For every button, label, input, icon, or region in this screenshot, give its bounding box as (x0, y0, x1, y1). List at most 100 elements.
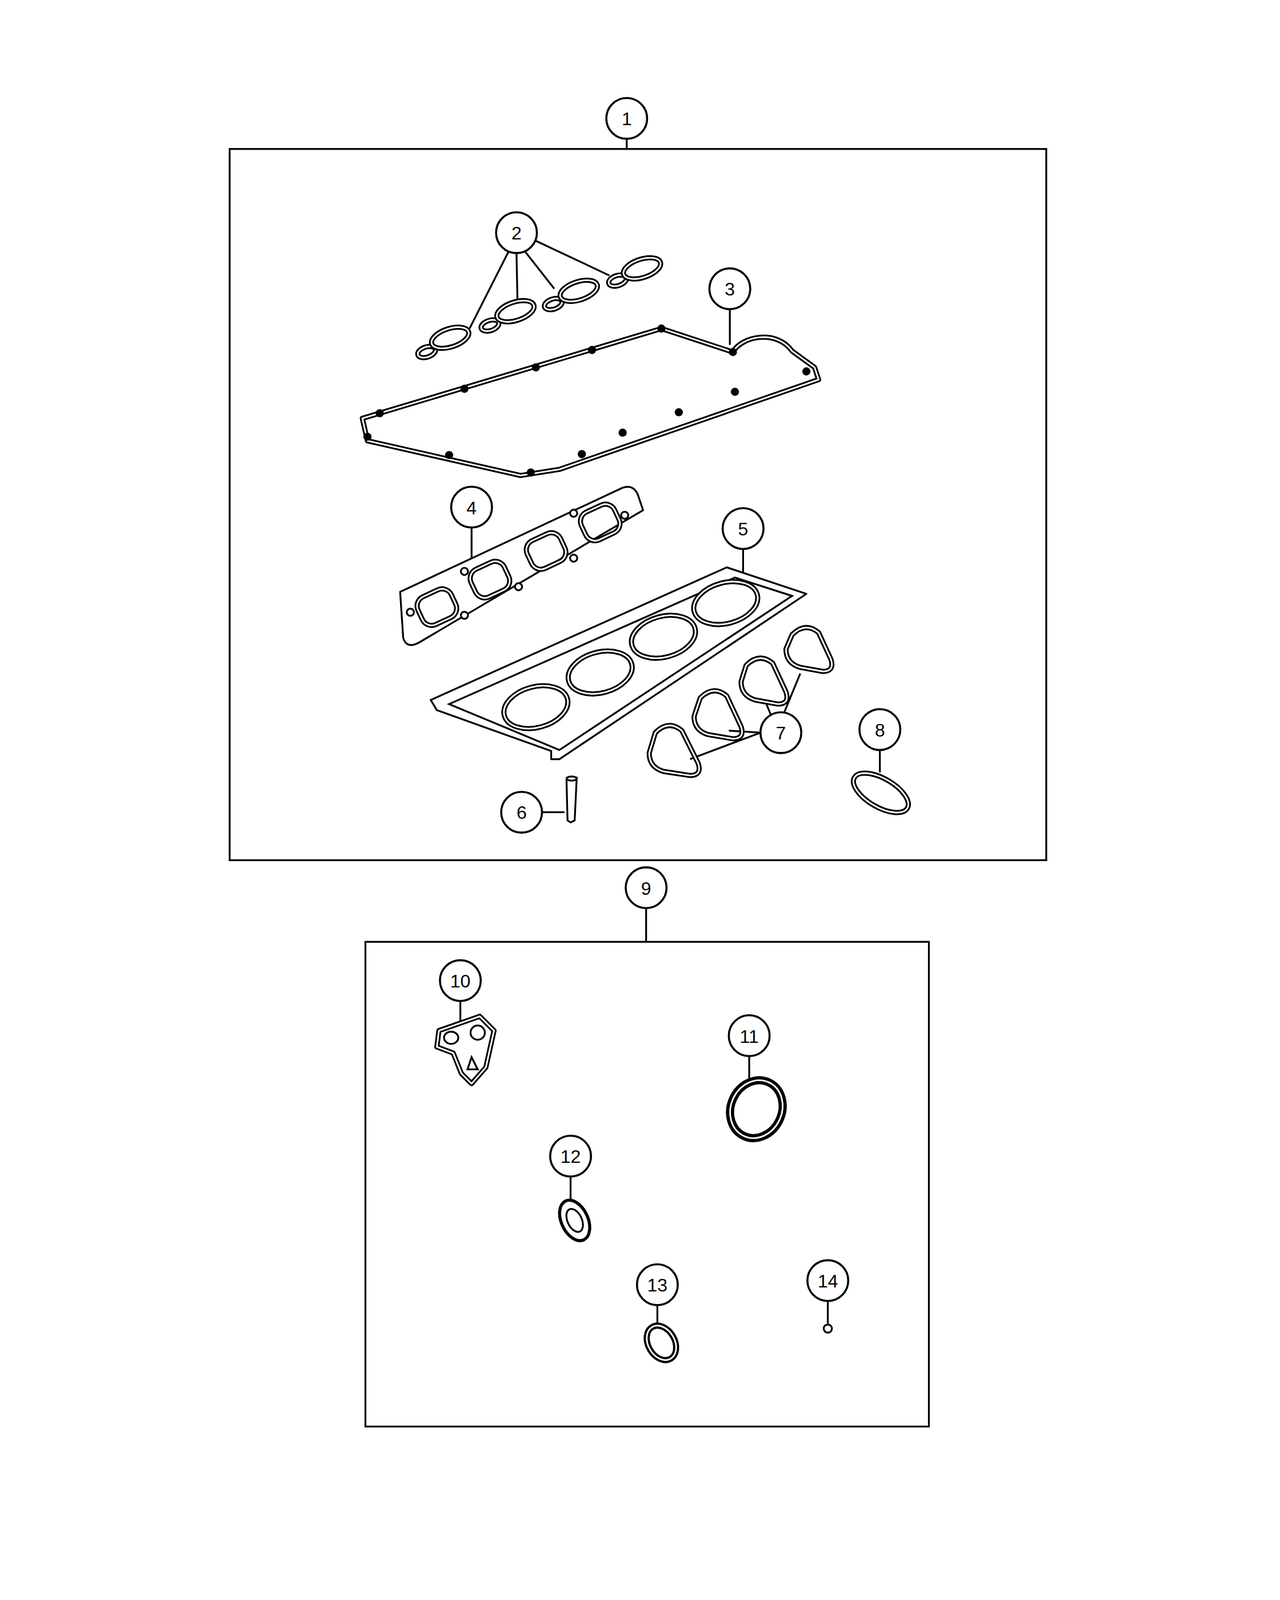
leader-line (748, 1056, 751, 1080)
callout-number: 13 (647, 1276, 668, 1295)
bolt-pad (460, 384, 469, 393)
bolt-pad (802, 367, 811, 376)
callout-number: 2 (511, 224, 522, 243)
intake-gasket (649, 725, 700, 776)
port (413, 585, 460, 630)
cylinder-bore (626, 608, 701, 666)
bolt-pad (375, 409, 384, 418)
callout-circles (440, 97, 901, 1306)
callout-circle (501, 792, 542, 833)
callout-number: 11 (740, 1027, 759, 1046)
port (577, 500, 624, 544)
intake-gasket (785, 627, 832, 672)
callout-number: 4 (466, 498, 477, 518)
seal-ring (557, 276, 600, 306)
callout-number: 5 (738, 520, 749, 539)
flange-gasket-outline (553, 1195, 596, 1246)
callout-circle (440, 960, 481, 1001)
seal-ring (640, 1320, 682, 1366)
leader-line (656, 1305, 659, 1325)
cylinder-bore (626, 608, 701, 666)
leader-line (569, 1176, 572, 1199)
leader-line (826, 1301, 829, 1324)
callout-circle (709, 268, 750, 310)
gasket-hole (444, 1031, 459, 1044)
leader-line (729, 309, 731, 346)
leader-line (470, 527, 473, 559)
leader-line (542, 811, 565, 814)
flange-gasket (553, 1195, 596, 1246)
callout-circle (550, 1136, 591, 1177)
port (522, 529, 570, 573)
bolt-hole (514, 583, 523, 591)
gasket-hole (467, 1057, 478, 1070)
leader-line (645, 908, 647, 942)
seal-ring (620, 253, 663, 284)
leader-line (728, 730, 760, 734)
cylinder-bore (498, 678, 573, 736)
callout-circle (637, 1264, 678, 1306)
bolt-hole (461, 568, 469, 576)
callout-number: 1 (621, 109, 632, 128)
small-gasket-outline (437, 1016, 495, 1084)
leader-line (536, 240, 610, 276)
bolt-hole (570, 509, 578, 518)
callout-number: 9 (641, 879, 652, 898)
seal-ring (429, 322, 472, 353)
kit-frame (365, 941, 929, 1427)
bolt-pad (445, 450, 454, 459)
bolt-pad (657, 324, 666, 333)
callout-circle (728, 1015, 770, 1056)
small-gasket (437, 1016, 495, 1084)
seal-ring (429, 322, 472, 353)
leader-line (516, 253, 518, 303)
seal-ring (494, 296, 537, 327)
bolt-pad (728, 348, 737, 356)
cover-gasket-outline (362, 328, 819, 476)
head-gasket-bead (449, 577, 792, 751)
leader-line (469, 252, 509, 329)
dowel-pin-body (566, 777, 577, 823)
head-gasket (430, 567, 807, 760)
leader-line (524, 250, 555, 289)
bolt-pad (618, 428, 627, 437)
leader-line (625, 138, 628, 150)
kit-frame (229, 149, 1047, 861)
bolt-pad (588, 345, 596, 354)
callout-circle (859, 709, 900, 750)
cylinder-bore (498, 678, 573, 736)
bolt-hole (621, 512, 629, 520)
small-gasket-outline (437, 1016, 495, 1084)
intake-gasket (741, 658, 787, 704)
gasket-hole (470, 1025, 485, 1040)
bolt-pad (674, 408, 683, 416)
intake-gasket (649, 725, 700, 776)
o-ring (847, 765, 915, 821)
small-o-ring (824, 1324, 832, 1333)
callout-circle (722, 508, 764, 549)
callout-circle (496, 212, 537, 253)
intake-gaskets (649, 627, 832, 776)
bolt-pad (577, 450, 586, 459)
o-ring (847, 765, 915, 821)
head-gasket-plate (430, 567, 807, 760)
bolt-pad (363, 432, 372, 441)
intake-gasket (785, 627, 832, 672)
callout-number: 8 (874, 721, 886, 740)
flange-gasket-hole (562, 1206, 587, 1235)
port (466, 557, 514, 602)
seal-ring (557, 276, 600, 306)
callout-circle (451, 486, 492, 528)
port (466, 557, 514, 602)
seal-rings (416, 253, 664, 360)
port (413, 585, 460, 630)
bolt-pad (532, 363, 540, 372)
callout-number: 6 (516, 803, 527, 822)
cover-gasket-outline (362, 328, 819, 476)
seal-ring (494, 296, 537, 327)
callout-number: 14 (817, 1272, 839, 1291)
callout-circle (606, 97, 647, 139)
dowel-pin (566, 776, 577, 823)
